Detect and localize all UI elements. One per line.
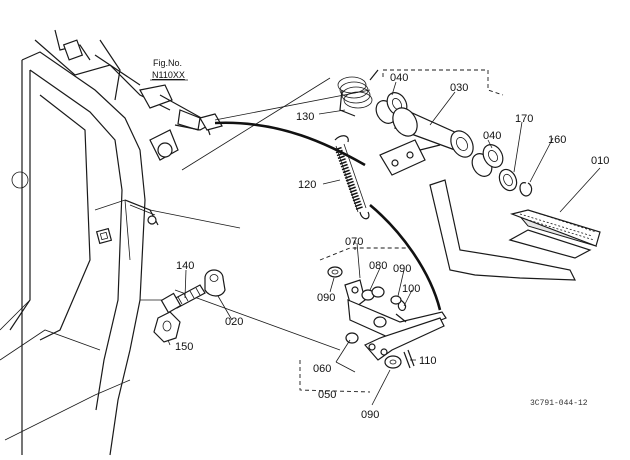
figure-ref-line1[interactable]: Fig.No. [153, 58, 182, 68]
cable-lower [369, 204, 442, 311]
part-label-140[interactable]: 140 [176, 260, 194, 272]
part-label-030[interactable]: 030 [450, 82, 468, 94]
bushing-080 [361, 286, 385, 301]
washer-090-bottom [384, 355, 402, 369]
part-label-160[interactable]: 160 [548, 134, 566, 146]
collar-020 [204, 269, 226, 297]
bolt-140 [160, 284, 206, 314]
part-label-080[interactable]: 080 [369, 260, 387, 272]
part-label-120[interactable]: 120 [298, 179, 316, 191]
part-label-070[interactable]: 070 [345, 236, 363, 248]
part-label-110[interactable]: 110 [419, 355, 437, 367]
coil-spring-130 [337, 69, 379, 117]
pedal-shaft-030 [379, 107, 474, 176]
part-label-090-bottom[interactable]: 090 [361, 409, 379, 421]
part-label-060[interactable]: 060 [313, 363, 331, 375]
lower-lever-assembly [344, 279, 447, 361]
part-label-090-right[interactable]: 090 [393, 263, 411, 275]
part-label-150[interactable]: 150 [175, 341, 193, 353]
part-labels: Fig.No. N110XX 130 040 030 040 170 160 0… [152, 58, 609, 421]
part-label-130[interactable]: 130 [296, 111, 314, 123]
part-label-040-upper[interactable]: 040 [390, 72, 408, 84]
tension-spring-120 [334, 135, 370, 220]
leader-lines [150, 79, 601, 406]
bushing-060 [345, 316, 387, 344]
part-label-090-top[interactable]: 090 [317, 292, 335, 304]
upper-linkage [34, 29, 223, 161]
group-bracket-050 [299, 360, 371, 393]
part-label-050[interactable]: 050 [318, 389, 336, 401]
washer-170 [498, 168, 518, 192]
washer-090-top [327, 266, 343, 278]
brake-pedal-010 [429, 179, 601, 281]
part-label-040-lower[interactable]: 040 [483, 130, 501, 142]
group-bracket-070 [319, 247, 410, 261]
group-bracket-030 [382, 69, 504, 96]
part-label-170[interactable]: 170 [515, 113, 533, 125]
nut-150 [153, 311, 181, 343]
cable [214, 121, 366, 167]
pin-110 [403, 349, 415, 369]
snap-ring-160 [519, 182, 533, 197]
tractor-frame [0, 51, 165, 456]
bushing-040-lower [471, 144, 504, 177]
part-label-020[interactable]: 020 [225, 316, 243, 328]
part-label-100[interactable]: 100 [402, 283, 420, 295]
figure-ref-line2[interactable]: N110XX [152, 70, 185, 80]
washer-090-right [390, 295, 402, 305]
part-label-010[interactable]: 010 [591, 155, 609, 167]
drawing-code: 3C791-044-12 [530, 399, 588, 408]
